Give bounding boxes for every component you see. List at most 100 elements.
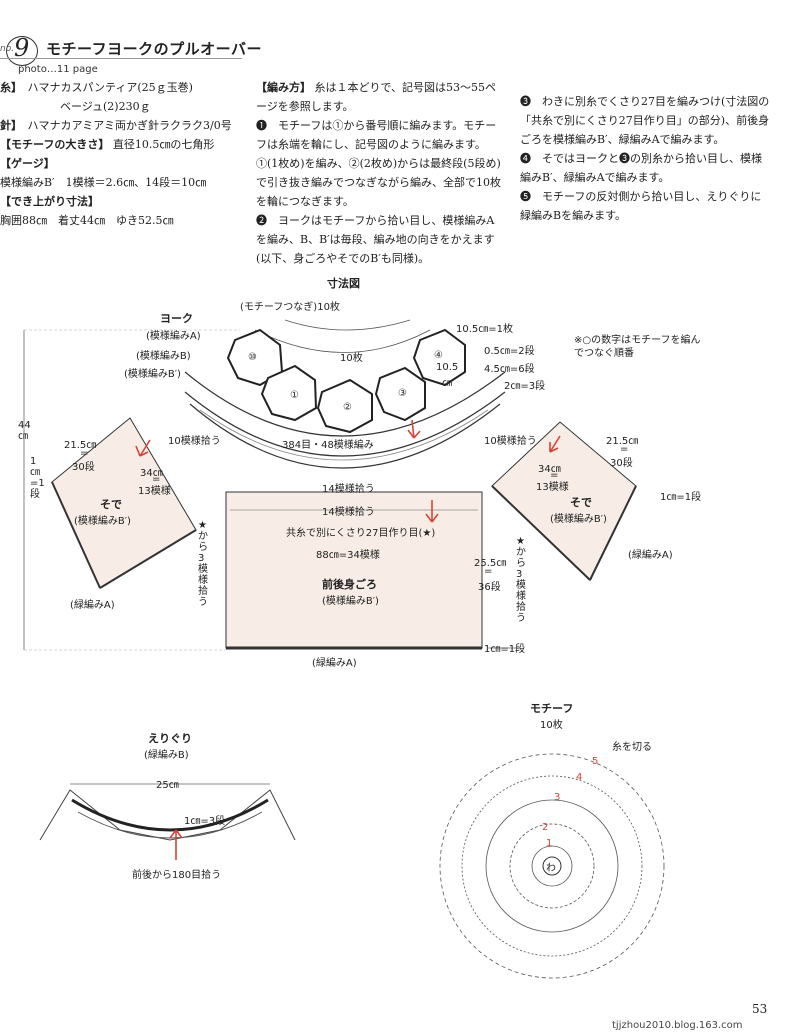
- yarn-line-2: ベージュ(2)230ｇ: [60, 100, 151, 113]
- right-sleeve-name: そで: [570, 496, 592, 509]
- arrow-neckband: [169, 829, 183, 860]
- arrow-left-sleeve: [135, 439, 151, 457]
- motif-ring-2: [509, 823, 595, 909]
- pick-14-top: 14模様拾う: [322, 484, 375, 495]
- right-sleeve-rows: 30段: [610, 458, 633, 469]
- left-sleeve-pattern: (模様編みB′): [74, 516, 131, 527]
- right-sleeve-length: 34㎝: [538, 464, 561, 475]
- motif-dim-unit: ㎝: [442, 378, 452, 389]
- source-watermark: tjjzhou2010.blog.163.com: [612, 1020, 743, 1031]
- yoke-label: ヨーク: [160, 312, 193, 325]
- motif-heptagon-2: [316, 378, 373, 434]
- body-rect: [225, 491, 483, 649]
- motif-round-2: 2: [542, 822, 549, 833]
- left-sleeve-length-eq: =: [152, 474, 161, 485]
- motif-size-value: 直径10.5㎝の七角形: [112, 138, 215, 151]
- motif-join-label: (モチーフつなぎ)10枚: [240, 302, 340, 313]
- right-sleeve-side: [589, 485, 637, 581]
- motif-order-2: ②: [343, 402, 352, 413]
- neckline-rows: 1㎝=3段: [184, 816, 226, 827]
- left-edge-rows: 1㎝=1段: [30, 456, 45, 500]
- page-number: 53: [752, 1002, 768, 1016]
- step-5: ❺ モチーフの反対側から拾い目し、えりぐりに緑編みBを編みます。: [520, 190, 762, 222]
- left-sleeve-patterns: 13模様: [138, 486, 171, 497]
- motif-center-ring: [542, 856, 562, 876]
- instructions-column-2: ❸ わきに別糸でくさり27目を編みつけ(寸法図の「共糸で別にくさり27目作り目」…: [520, 92, 770, 225]
- step-3: ❸ わきに別糸でくさり27目を編みつけ(寸法図の「共糸で別にくさり27目作り目」…: [520, 95, 770, 146]
- motif-order-1: ①: [290, 390, 299, 401]
- right-sleeve-length-eq: =: [550, 470, 559, 481]
- gauge-label: 【ゲージ】: [0, 157, 55, 170]
- motif-heptagon-1: [260, 364, 318, 422]
- yoke-inner-arc: [184, 371, 506, 437]
- motif-order-3: ③: [398, 388, 407, 399]
- left-sleeve-edge: (緑編みA): [70, 600, 115, 611]
- left-pick-10: 10模様拾う: [168, 436, 221, 447]
- body-name: 前後身ごろ: [322, 578, 377, 591]
- motif-cut-note: 糸を切る: [612, 742, 652, 753]
- step-2: ❷ ヨークはモチーフから拾い目し、模様編みAを編み、B、B′は毎段、編み地の向き…: [256, 214, 495, 265]
- neckline-title: えりぐり: [148, 732, 192, 745]
- yoke-row-4: 2㎝=3段: [504, 381, 546, 392]
- pattern-b2-label: (模様編みB′): [124, 369, 181, 380]
- motif-ring-1: [531, 845, 573, 887]
- pattern-number-badge: no. 9: [0, 34, 40, 66]
- pick-14-bottom: 14模様拾う: [322, 507, 375, 518]
- motif-order-10: ⑩: [248, 352, 257, 363]
- body-height: 25.5㎝: [474, 558, 507, 569]
- neck-arc-inner: [284, 319, 411, 331]
- yoke-arc-4: [199, 409, 489, 461]
- motif-chart: [439, 753, 665, 979]
- yoke-row-3: 4.5㎝=6段: [484, 364, 535, 375]
- arrow-body: [425, 500, 439, 523]
- neckband-outline: [39, 789, 296, 841]
- motif-dim-value: 10.5: [436, 362, 459, 373]
- finished-size-value: 胸囲88㎝ 着丈44㎝ ゆき52.5㎝: [0, 214, 174, 227]
- pattern-b-label: (模様編みB): [136, 351, 191, 362]
- motif-round-3: 3: [554, 792, 561, 803]
- body-edge-rows: 1㎝=1段: [484, 644, 526, 655]
- title-rule: [0, 58, 242, 59]
- body-rows: 36段: [478, 582, 501, 593]
- left-sleeve-hem: [99, 529, 197, 589]
- right-pick-10: 10模様拾う: [484, 436, 537, 447]
- instructions-column-1: 【編み方】 糸は１本どりで、記号図は53～55ページを参照します。 ❶ モチーフ…: [256, 78, 504, 268]
- diagram-title: 寸法図: [327, 277, 360, 290]
- body-width: 88㎝=34模様: [316, 550, 380, 561]
- number-circle: [6, 36, 38, 66]
- right-sleeve-eq: =: [620, 444, 629, 455]
- yoke-arc-2: [184, 391, 506, 457]
- neckband-arc: [71, 798, 269, 832]
- arrow-right-sleeve: [549, 435, 561, 453]
- needle-label: 針】: [0, 119, 17, 132]
- motif-round-4: 4: [576, 772, 583, 783]
- left-sleeve-rows: 30段: [72, 462, 95, 473]
- motif-size-label: 【モチーフの大きさ】: [0, 138, 110, 151]
- total-height: 44㎝: [18, 420, 31, 442]
- photo-reference: photo…11 page: [18, 64, 98, 75]
- right-sleeve-width: 21.5㎝: [606, 436, 639, 447]
- instructions-heading: 【編み方】: [256, 81, 311, 94]
- chain-27-note: 共糸で別にくさり27目作り目(★): [286, 528, 436, 539]
- left-sleeve-side: [51, 481, 101, 589]
- motif-heptagon-4: [412, 328, 466, 387]
- finished-size-label: 【でき上がり寸法】: [0, 195, 99, 208]
- motif-ring-4: [461, 775, 643, 957]
- yoke-row-2: 0.5㎝=2段: [484, 346, 535, 357]
- left-sleeve-name: そで: [100, 498, 122, 511]
- gauge-value: 模様編みB′ 1模様＝2.6㎝、14段＝10㎝: [0, 176, 207, 189]
- motif-count: 10枚: [540, 720, 563, 731]
- step-4: ❹ そではヨークと❸の別糸から拾い目し、模様編みB′、緑編みAで編みます。: [520, 152, 762, 184]
- yoke-arc-3: [189, 403, 501, 469]
- motif-heptagon-3: [374, 366, 426, 422]
- right-sleeve-patterns: 13模様: [536, 482, 569, 493]
- needle-value: ハマナカアミアミ両かぎ針ラクラク3/0号: [27, 119, 232, 132]
- ten-pieces-label: 10枚: [340, 353, 363, 364]
- neckline-width: 25㎝: [156, 780, 179, 791]
- right-edge-rows: 1㎝=1段: [660, 492, 702, 503]
- body-height-eq: =: [484, 566, 493, 577]
- left-sleeve-eq: =: [80, 448, 89, 459]
- motif-round-5: 5: [592, 756, 599, 767]
- step-1: ❶ モチーフは①から番号順に編みます。モチーフは糸端を輪にし、記号図のように編み…: [256, 119, 501, 208]
